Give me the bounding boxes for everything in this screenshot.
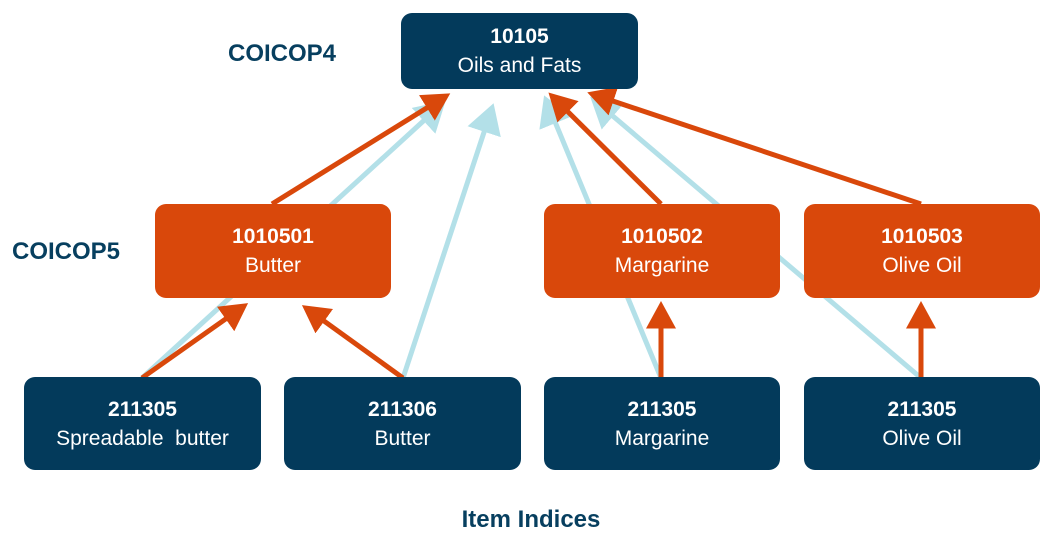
node-name: Olive Oil [882,254,962,277]
node-code: 211305 [108,397,177,421]
node-olive-oil-coicop5[interactable]: 1010503 Olive Oil [804,204,1040,298]
node-name: Margarine [614,426,710,450]
node-code: 211306 [368,397,437,421]
node-name: Spreadable butter [56,426,229,450]
node-code: 1010502 [621,225,703,248]
node-olive-oil-item[interactable]: 211305 Olive Oil [804,377,1040,470]
link-margarine-c5-to-top [548,92,663,206]
node-code: 211305 [887,397,957,421]
node-name: Margarine [614,254,710,277]
node-oils-and-fats[interactable]: 10105 Oils and Fats [401,13,638,89]
node-butter-coicop5[interactable]: 1010501 Butter [155,204,391,298]
node-butter-item[interactable]: 211306 Butter [284,377,521,470]
link-butter-item-to-top [400,103,501,379]
node-spreadable-butter-item[interactable]: 211305 Spreadable butter [24,377,261,470]
link-olive-c5-to-top [587,86,922,207]
node-margarine-item[interactable]: 211305 Margarine [544,377,780,470]
node-name: Olive Oil [882,426,962,450]
node-name: Oils and Fats [457,54,582,77]
link-butter-c5-to-top [270,93,451,207]
coicop4-label: COICOP4 [228,40,337,67]
coicop5-label: COICOP5 [12,238,121,265]
node-name: Butter [374,426,431,450]
link-spreadable-to-butter-c5 [140,303,249,381]
item-indices-label: Item Indices [461,506,601,533]
node-margarine-coicop5[interactable]: 1010502 Margarine [544,204,780,298]
link-butter-item-to-butter-c5 [301,305,405,381]
node-name: Butter [244,254,302,277]
node-code: 1010503 [881,225,963,248]
node-code: 1010501 [232,225,314,248]
node-code: 10105 [490,25,549,48]
node-code: 211305 [627,397,697,421]
